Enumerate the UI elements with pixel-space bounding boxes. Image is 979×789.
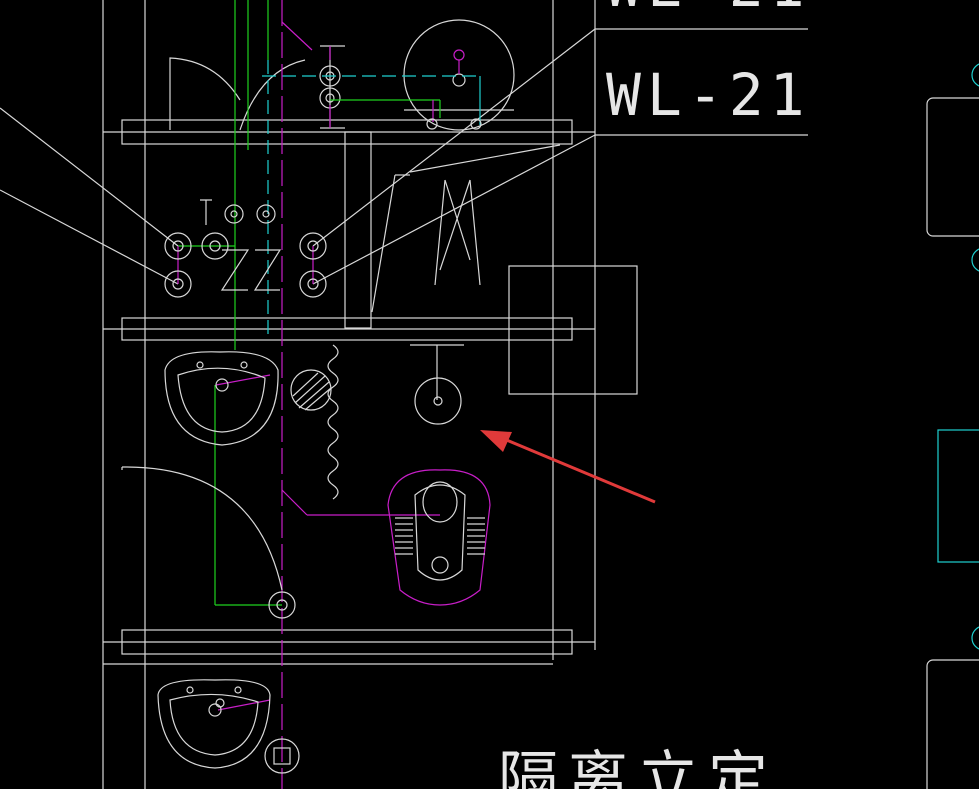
- washbasin-icon[interactable]: [164, 351, 279, 446]
- leader-lines: [0, 28, 808, 285]
- hot-water-pipes: [262, 60, 481, 340]
- pipe-label-wl21[interactable]: WL-21: [606, 61, 811, 129]
- lower-washbasin-icon[interactable]: [157, 679, 271, 769]
- pipe-riser-icon[interactable]: [164, 118, 482, 298]
- wall-lines: [102, 0, 638, 789]
- cleanout-icon[interactable]: [264, 738, 300, 774]
- arrow-pointer-icon: [480, 430, 656, 504]
- floor-drain-icon[interactable]: [410, 344, 464, 425]
- flexible-hose-icon: [327, 344, 339, 500]
- valve-symbols: [200, 174, 481, 313]
- water-supply-pipes: [178, 0, 441, 606]
- right-side-elements: [926, 63, 979, 789]
- hatched-column-icon: [290, 369, 332, 411]
- squat-toilet-icon[interactable]: [387, 469, 491, 606]
- door-swing-top-icon: [169, 57, 306, 131]
- top-pipe-label[interactable]: WL-21: [606, 0, 811, 20]
- bottom-riser-icon[interactable]: [268, 591, 296, 619]
- door-swing-icon: [121, 466, 283, 591]
- top-faucet-icon[interactable]: [319, 45, 345, 129]
- top-washbasin-icon[interactable]: [403, 19, 515, 131]
- drain-pipes: [177, 0, 440, 789]
- room-label-partial[interactable]: 隔离立定: [498, 745, 778, 789]
